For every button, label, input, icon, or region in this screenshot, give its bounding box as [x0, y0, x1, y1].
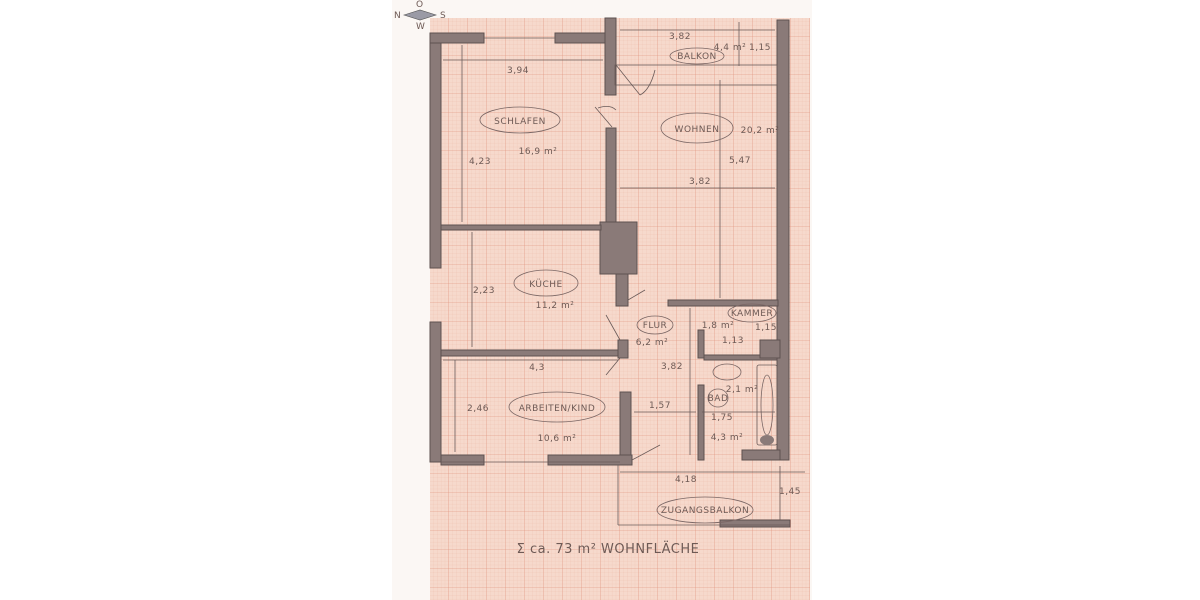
- room-flur: FLUR: [643, 321, 668, 331]
- compass-top: O: [416, 0, 424, 10]
- zugangsbalkon-depth: 1,45: [779, 487, 801, 497]
- arbeiten-depth: 2,46: [467, 404, 489, 414]
- wohnen-area: 20,2 m²: [741, 126, 780, 136]
- schlafen-depth: 4,23: [469, 157, 491, 167]
- dimension-lines: [443, 22, 805, 520]
- zugangsbalkon-width: 4,18: [675, 475, 697, 485]
- kueche-width: 4,3: [529, 363, 545, 373]
- arbeiten-area: 10,6 m²: [538, 434, 577, 444]
- compass-left: N: [394, 11, 401, 21]
- balkon-area: 4,4 m²: [714, 43, 747, 53]
- kueche-area: 11,2 m²: [536, 301, 575, 311]
- room-labels: 3,94 SCHLAFEN 16,9 m² 4,23 3,82 BALKON 4…: [467, 32, 801, 557]
- flur-width: 1,57: [649, 401, 671, 411]
- room-bad: BAD: [708, 394, 729, 404]
- schlafen-width: 3,94: [507, 66, 529, 76]
- wohnen-width: 3,82: [689, 177, 711, 187]
- kammer-width: 1,15: [755, 323, 777, 333]
- kueche-depth: 2,23: [473, 286, 495, 296]
- kammer-depth: 1,13: [722, 336, 744, 346]
- room-kammer: KAMMER: [731, 309, 773, 319]
- compass-bottom: W: [416, 22, 425, 32]
- bad-extra-area: 2,1 m²: [726, 385, 759, 395]
- compass-icon: O N S W: [394, 0, 446, 32]
- wohnen-depth: 5,47: [729, 156, 751, 166]
- walls: [429, 17, 791, 528]
- bad-area: 4,3 m²: [711, 433, 744, 443]
- schlafen-area: 16,9 m²: [519, 147, 558, 157]
- flur-length: 3,82: [661, 362, 683, 372]
- room-arbeiten-kind: ARBEITEN/KIND: [519, 404, 596, 414]
- room-schlafen: SCHLAFEN: [494, 117, 546, 127]
- room-wohnen: WOHNEN: [675, 125, 720, 135]
- balkon-depth: 1,15: [749, 43, 771, 53]
- compass-right: S: [440, 11, 446, 21]
- room-zugangsbalkon: ZUGANGSBALKON: [661, 506, 749, 516]
- room-kueche: KÜCHE: [529, 279, 563, 290]
- bad-width: 1,75: [711, 413, 733, 423]
- total-living-area: Σ ca. 73 m² WOHNFLÄCHE: [517, 541, 700, 557]
- room-balkon: BALKON: [677, 52, 717, 62]
- kammer-area: 1,8 m²: [702, 321, 735, 331]
- flur-area: 6,2 m²: [636, 338, 669, 348]
- balkon-width: 3,82: [669, 32, 691, 42]
